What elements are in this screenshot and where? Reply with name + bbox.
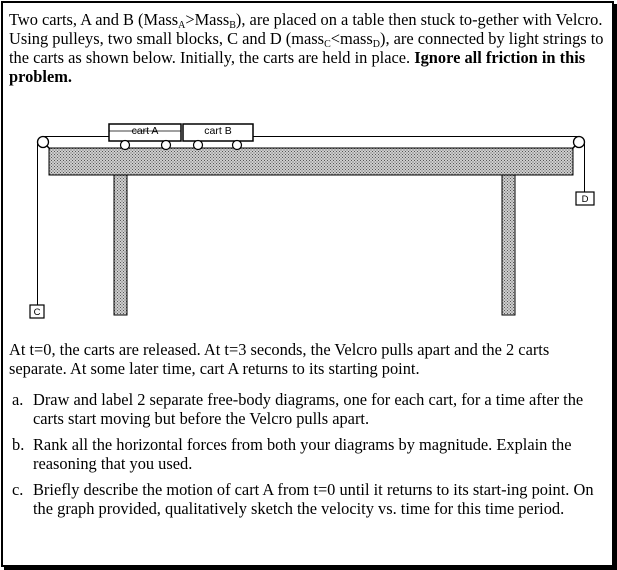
question-text: Briefly describe the motion of cart A fr… (33, 480, 594, 518)
question-b: b. Rank all the horizontal forces from bo… (3, 435, 603, 473)
release-paragraph: At t=0, the carts are released. At t=3 s… (9, 340, 550, 378)
question-a: a. Draw and label 2 separate free-body di… (3, 390, 603, 428)
subscript-b: B (229, 20, 236, 31)
question-c: c. Briefly describe the motion of cart A … (3, 480, 603, 518)
cart-b-label: cart B (204, 125, 231, 137)
block-c-label: C (34, 307, 41, 318)
question-label: b. (12, 435, 25, 454)
intro-text: ), are connected by light strings to the… (9, 29, 604, 67)
subscript-d: D (372, 39, 380, 50)
carts-pulley-diagram: cart A cart B C D (29, 123, 595, 319)
subscript-c: C (324, 39, 331, 50)
intro-paragraph: Two carts, A and B (MassA>MassB), are pl… (9, 10, 609, 86)
question-text: Draw and label 2 separate free-body diag… (33, 390, 584, 428)
intro-text: Two carts, A and B (Mass (9, 10, 179, 29)
cart-a: cart A (108, 123, 182, 151)
block-d: D (575, 191, 595, 206)
pulley-right (571, 135, 586, 150)
intro-emphasis: Ignore all friction in this problem. (9, 48, 586, 86)
pulley-left (36, 135, 51, 150)
question-label: c. (12, 480, 24, 499)
table-leg-left (113, 174, 128, 316)
table-top (48, 147, 574, 176)
cart-a-label: cart A (132, 125, 159, 137)
question-list: a. Draw and label 2 separate free-body di… (3, 390, 603, 525)
question-text: Rank all the horizontal forces from both… (33, 435, 572, 473)
table-leg-right (501, 174, 516, 316)
cart-a-wheel (160, 139, 172, 151)
intro-text: >Mass (185, 10, 230, 29)
intro-text: ), are placed on a table then stuck to-g… (9, 10, 603, 48)
cart-b-wheel (231, 139, 243, 151)
cart-b-wheel (192, 139, 204, 151)
block-c: C (29, 304, 45, 319)
block-d-label: D (582, 194, 589, 205)
question-label: a. (12, 390, 24, 409)
subscript-a: A (178, 20, 186, 31)
intro-text: <mass (330, 29, 373, 48)
cart-b: cart B (182, 123, 254, 151)
cart-a-wheel (119, 139, 131, 151)
